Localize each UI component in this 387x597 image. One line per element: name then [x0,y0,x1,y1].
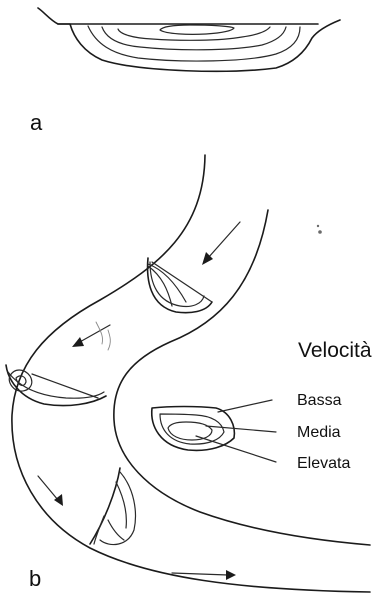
isovel-inner-a [118,27,270,40]
legend-level-media: Media [297,424,341,441]
panel-a-label: a [30,110,43,135]
isovel-core-a [160,25,234,34]
zone-elevata [168,422,212,440]
panel-a-cross-section [38,8,340,71]
legend-title: Velocità [298,339,372,362]
panel-b-meander [6,155,370,592]
scan-marks [96,225,322,350]
legend-level-bassa: Bassa [297,392,342,409]
legend-level-elevata: Elevata [297,455,350,472]
leader-media [206,426,276,432]
isovel-middle-a [102,27,286,50]
cross-section-1 [148,258,212,313]
cross-section-3 [90,468,135,545]
leader-bassa [218,400,272,412]
cross-section-2 [6,365,106,406]
legend-section [152,400,276,462]
flow-arrow-3 [38,476,63,506]
flow-arrow-2 [72,325,110,347]
panel-b-label: b [29,566,41,591]
outer-bank [12,155,370,592]
flow-arrow-1 [202,222,240,265]
channel-banks-a [38,8,340,71]
inner-bank [114,210,370,545]
flow-arrow-4 [172,570,236,580]
